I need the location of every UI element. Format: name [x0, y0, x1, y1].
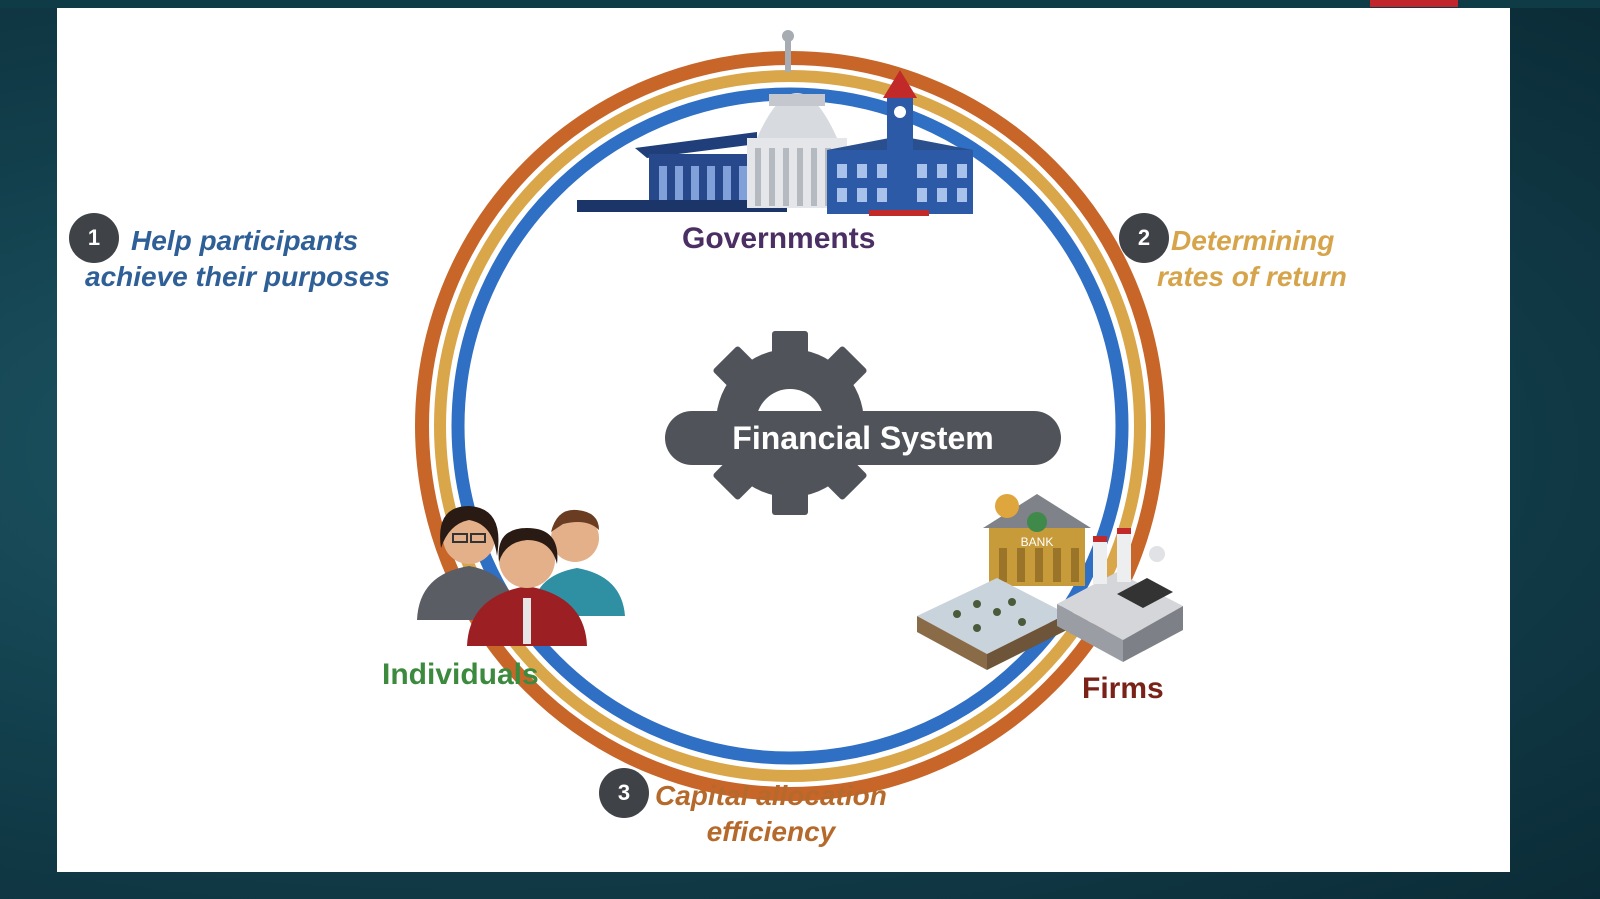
accent-tab [1370, 0, 1458, 7]
people-icon [417, 506, 625, 646]
bank-factory-icon: BANK [917, 494, 1183, 670]
point-3-text: Capital allocation efficiency [655, 780, 887, 847]
governments-label: Governments [682, 222, 876, 255]
government-buildings-icon [577, 30, 973, 216]
top-border [0, 0, 1600, 8]
point-2-badge: 2 [1119, 213, 1169, 263]
point-1-badge: 1 [69, 213, 119, 263]
financial-system-label: Financial System [665, 411, 1061, 465]
middle-ring [434, 70, 1146, 782]
bank-sign: BANK [1021, 535, 1054, 549]
slide: BANK Financial System Governments Indivi… [57, 8, 1510, 872]
point-1-text: Help participants achieve their purposes [85, 225, 391, 292]
individuals-label: Individuals [382, 658, 539, 691]
firms-label: Firms [1082, 672, 1164, 705]
point-2-text: Determining rates of return [1157, 225, 1347, 292]
point-3-badge: 3 [599, 768, 649, 818]
